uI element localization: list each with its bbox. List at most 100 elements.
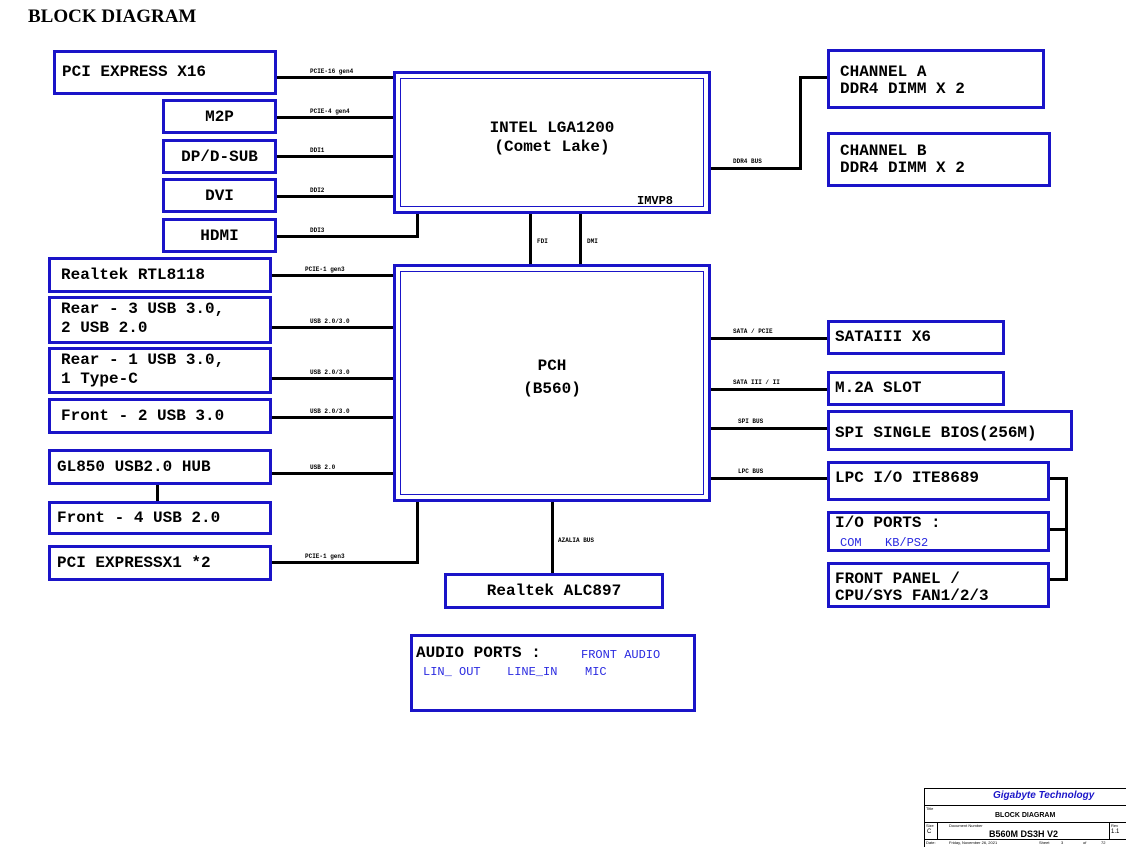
sheet-value: 3: [1061, 840, 1064, 845]
cpu-name: INTEL LGA1200: [489, 119, 615, 137]
bus-label-pcie-x1: PCIE-1 gen3: [305, 553, 345, 560]
bus-label-azalia: AZALIA BUS: [558, 537, 595, 544]
wire-lpc: [709, 477, 829, 480]
document-number: B560M DS3H V2: [989, 829, 1059, 839]
front-usb3-block: [48, 398, 272, 434]
title-block: Gigabyte Technology Title BLOCK DIAGRAM …: [924, 788, 1126, 847]
rear-usb-2-line1: Rear - 1 USB 3.0,: [61, 351, 225, 369]
bus-label-front-usb3: USB 2.0/3.0: [310, 408, 350, 415]
wire-sata: [709, 337, 829, 340]
size-caption: Size: [926, 823, 934, 828]
wire-lan: [270, 274, 395, 277]
bus-label-sata: SATA / PCIE: [733, 328, 773, 335]
bus-label-pcie16: PCIE-16 gen4: [310, 68, 354, 75]
m2p-block: [162, 99, 277, 134]
wire-ddi1: [275, 155, 395, 158]
of-caption: of: [1083, 840, 1087, 845]
pci-express-x1-block: [48, 545, 272, 581]
wire-hub-front: [156, 483, 159, 503]
sata-block: [827, 320, 1005, 355]
front-usb2-block: [48, 501, 272, 535]
pci-express-x1-label: PCI EXPRESSX1 *2: [57, 554, 211, 572]
wire-ddi3-v: [416, 212, 419, 238]
wire-azalia: [551, 500, 554, 576]
channel-b-block: [827, 132, 1051, 187]
front-panel-line2: CPU/SYS FAN1/2/3: [835, 587, 989, 605]
wire-pcie16: [275, 76, 395, 79]
wire-ddi3-h: [275, 235, 418, 238]
title-caption: Title: [926, 806, 934, 811]
title-block-rule-3: [925, 839, 1126, 840]
realtek-lan-block: [48, 257, 272, 293]
bus-label-spi: SPI BUS: [738, 418, 764, 425]
bus-label-m2a: SATA III / II: [733, 379, 780, 386]
bus-label-dmi: DMI: [587, 238, 598, 245]
wire-dmi: [579, 212, 582, 266]
wire-front-panel: [1048, 578, 1067, 581]
channel-a-title: CHANNEL A: [840, 63, 927, 81]
rev-caption: Rev: [1111, 823, 1119, 828]
wire-m2a: [709, 388, 829, 391]
rear-usb-1-line1: Rear - 3 USB 3.0,: [61, 300, 225, 318]
front-panel-line1: FRONT PANEL /: [835, 570, 960, 588]
io-ports-com: COM: [840, 536, 862, 550]
pch-inner-frame: [400, 271, 704, 495]
date-caption: Date:: [926, 840, 936, 845]
wire-pcie-x1-v: [416, 500, 419, 564]
hdmi-block: [162, 218, 277, 253]
bus-label-rear1: USB 2.0/3.0: [310, 318, 350, 325]
rear-usb-2-line2: 1 Type-C: [61, 370, 138, 388]
wire-hub: [270, 472, 395, 475]
bus-label-lpc: LPC BUS: [738, 468, 764, 475]
of-value: 72: [1101, 840, 1106, 845]
audio-ports-label: AUDIO PORTS :: [416, 644, 541, 662]
wire-ddr4-v: [799, 76, 802, 170]
wire-ddr4: [709, 167, 802, 170]
date-value: Friday, November 26, 2021: [949, 840, 998, 845]
wire-fdi: [529, 212, 532, 266]
channel-b-title: CHANNEL B: [840, 142, 927, 160]
wire-chan-a: [799, 76, 830, 79]
wire-rear2: [270, 377, 395, 380]
bus-label-ddi2: DDI2: [310, 187, 325, 194]
title-block-title: BLOCK DIAGRAM: [995, 812, 1056, 819]
wire-io-ports: [1048, 528, 1067, 531]
rev-value: 1.1: [1111, 829, 1120, 835]
size-value: C: [927, 829, 932, 835]
channel-b-dimm: DDR4 DIMM X 2: [840, 159, 965, 177]
wire-front-usb3: [270, 416, 395, 419]
channel-a-dimm: DDR4 DIMM X 2: [840, 80, 965, 98]
dvi-label: DVI: [205, 187, 234, 205]
audio-codec-label: Realtek ALC897: [486, 582, 622, 600]
bus-label-fdi: FDI: [537, 238, 548, 245]
usb-hub-block: [48, 449, 272, 485]
m2a-slot-block: [827, 371, 1005, 406]
bus-label-rear2: USB 2.0/3.0: [310, 369, 350, 376]
bus-label-ddi1: DDI1: [310, 147, 325, 154]
audio-front: FRONT AUDIO: [581, 648, 661, 662]
hdmi-label: HDMI: [200, 227, 239, 245]
bus-label-ddr4: DDR4 BUS: [733, 158, 762, 165]
cpu-block: [393, 71, 711, 214]
m2p-label: M2P: [205, 108, 234, 126]
dp-dsub-block: [162, 139, 277, 174]
bus-label-m2p: PCIE-4 gen4: [310, 108, 350, 115]
io-ports-block: [827, 511, 1050, 552]
cpu-vr-label: IMVP8: [637, 194, 674, 208]
wire-lpc-out: [1048, 477, 1067, 480]
audio-ports-block: [410, 634, 696, 712]
page-title: BLOCK DIAGRAM: [28, 6, 197, 27]
dp-dsub-label: DP/D-SUB: [181, 148, 258, 166]
title-block-col-rev: [1109, 822, 1110, 839]
pch-model: (B560): [523, 380, 581, 398]
io-ports-kb-ps2: KB/PS2: [885, 536, 929, 550]
bus-label-ddi3: DDI3: [310, 227, 325, 234]
io-ports-label: I/O PORTS :: [835, 514, 941, 532]
cpu-codename: (Comet Lake): [494, 138, 610, 156]
front-usb2-label: Front - 4 USB 2.0: [57, 509, 221, 527]
bus-label-hub: USB 2.0: [310, 464, 336, 471]
rear-usb-block-2: [48, 347, 272, 394]
pch-name: PCH: [537, 357, 567, 375]
wire-m2p: [275, 116, 395, 119]
lpc-io-label: LPC I/O ITE8689: [835, 469, 980, 487]
